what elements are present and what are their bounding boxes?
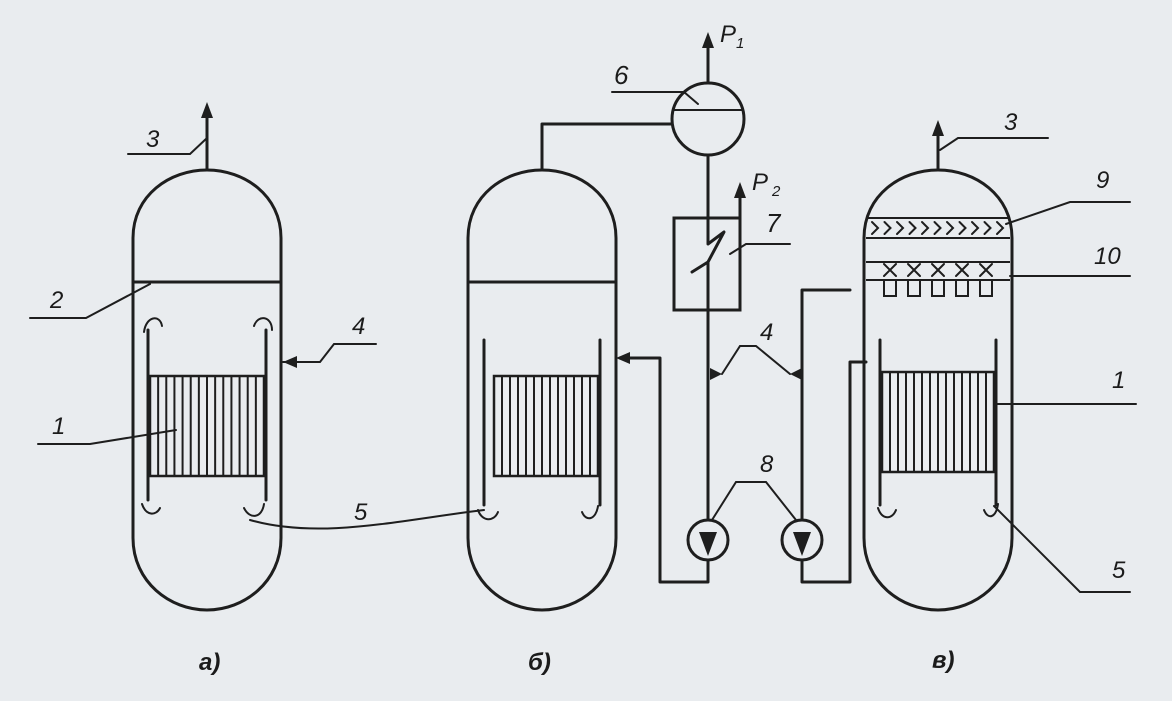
steam-line-to-separator	[540, 122, 674, 172]
label-4-b: 4	[760, 319, 773, 346]
feed-arrow-left	[710, 368, 722, 380]
dryer-chevron	[896, 221, 905, 235]
dryer-chevron	[883, 221, 892, 235]
pump-8-left-arrow	[699, 532, 717, 556]
separator-swirler	[979, 263, 993, 277]
separator-drum	[670, 81, 746, 157]
label-p2-letter: P	[752, 169, 768, 196]
label-4-a: 4	[352, 313, 365, 340]
label-2-a: 2	[49, 287, 63, 314]
label-p1-sub: 1	[736, 35, 744, 52]
leader-3-a	[127, 137, 208, 155]
caption-c: в)	[932, 647, 955, 674]
recirculation-line-right	[800, 288, 852, 522]
dryer-chevron	[958, 221, 967, 235]
label-5-ab: 5	[354, 499, 368, 526]
vessel-b-flow-arrow-bottom-right	[581, 505, 599, 520]
caption-b: б)	[528, 649, 551, 676]
vessel-b-flow-arrow-bottom-left	[477, 509, 499, 521]
scheme-c: 3 9 10 1 5 в)	[862, 109, 1137, 674]
separator-steam-arrow	[702, 32, 714, 48]
label-3-c: 3	[1004, 109, 1018, 136]
vessel-a-flow-arrow-bottom-right	[243, 503, 265, 517]
separator-swirler	[883, 263, 897, 277]
pump-discharge-line-left	[618, 356, 710, 584]
dryer-chevron	[933, 221, 942, 235]
leader-9	[1005, 201, 1131, 225]
separator-cup	[979, 279, 993, 297]
vessel-c-shell	[862, 168, 1014, 612]
label-p2-sub: 2	[771, 183, 781, 200]
separator-cup	[883, 279, 897, 297]
label-8: 8	[760, 451, 774, 478]
vessel-c-outlet-arrow	[932, 120, 944, 136]
vessel-a-shell	[131, 168, 283, 612]
label-6: 6	[614, 60, 629, 90]
vessel-c-flow-arrow-bottom-right	[983, 503, 999, 518]
leader-6	[611, 91, 699, 105]
label-7: 7	[766, 208, 782, 238]
leader-5-c	[993, 505, 1131, 593]
leader-1-a	[37, 429, 177, 445]
separator-cup	[955, 279, 969, 297]
dryer-chevron	[871, 221, 880, 235]
steam-dryer-9	[871, 221, 1005, 235]
dryer-chevron	[996, 221, 1005, 235]
separator-cup	[931, 279, 945, 297]
vessel-a-flow-arrow-bottom-left	[141, 503, 161, 515]
heat-exchanger-coil	[690, 216, 726, 312]
dryer-chevron	[983, 221, 992, 235]
vessel-b-shell	[466, 168, 618, 612]
leader-5-ab	[249, 509, 485, 530]
vessel-a-flow-arrow-top-left	[143, 317, 163, 333]
dryer-chevron	[908, 221, 917, 235]
vessel-b-core-rods	[501, 376, 591, 476]
label-9: 9	[1096, 167, 1109, 194]
leader-7	[729, 243, 791, 255]
scheme-a: 3 2 1 4 а)	[29, 102, 377, 676]
dryer-chevron	[921, 221, 930, 235]
vessel-c-flow-arrow-bottom-left	[877, 507, 897, 519]
caption-a: а)	[199, 649, 220, 676]
separator-swirler	[907, 263, 921, 277]
label-3-a: 3	[146, 126, 160, 153]
label-1-a: 1	[52, 413, 65, 440]
separator-cup	[907, 279, 921, 297]
vessel-b-core-bundle	[492, 374, 600, 478]
label-p1-letter: P	[720, 21, 736, 48]
leader-8	[711, 481, 797, 521]
separator-swirler	[931, 263, 945, 277]
inlet-arrow-b	[616, 352, 630, 364]
leader-2-a	[29, 283, 151, 319]
dryer-chevron	[946, 221, 955, 235]
label-10: 10	[1094, 243, 1121, 270]
label-1-c: 1	[1112, 367, 1125, 394]
vessel-a-core-rods	[157, 376, 257, 476]
leader-3-c	[939, 137, 1049, 151]
label-5-c: 5	[1112, 557, 1126, 584]
vessel-c-core-rods	[889, 372, 987, 472]
label-p1: P1	[720, 21, 744, 52]
leader-4-a	[282, 343, 377, 363]
separator-swirler	[955, 263, 969, 277]
steam-separators-10	[866, 263, 1010, 297]
inlet-arrow-a	[283, 356, 297, 368]
leader-4-b	[721, 345, 791, 375]
hx-steam-arrow	[734, 182, 746, 198]
dryer-chevron	[971, 221, 980, 235]
vessel-a-outlet-arrow	[201, 102, 213, 118]
pump-discharge-line-right	[800, 360, 868, 584]
pump-8-right-arrow	[793, 532, 811, 556]
vessel-a-flow-arrow-top-right	[253, 317, 273, 331]
feed-arrow-right	[790, 368, 802, 380]
